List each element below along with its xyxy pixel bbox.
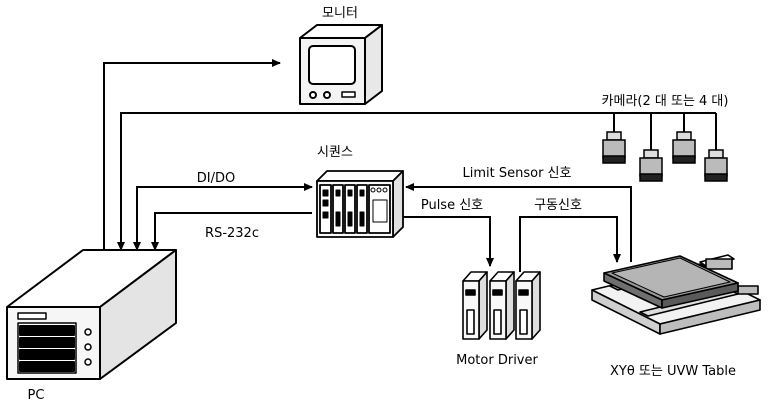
sequencer-label: 시퀀스 [317, 145, 353, 160]
pulse-label: Pulse 신호 [421, 198, 483, 213]
motor-driver-2 [489, 271, 515, 340]
connections [103, 59, 717, 272]
motor-driver-1 [462, 271, 488, 340]
monitor-label: 모니터 [322, 6, 358, 21]
pulse-line [403, 216, 494, 267]
dido-label: DI/DO [197, 171, 235, 186]
camera-bus-line [117, 112, 716, 251]
drive-signal-line [519, 216, 621, 272]
sequencer [316, 170, 404, 238]
rs232-line [151, 212, 312, 251]
rs232-label: RS-232c [205, 226, 259, 241]
camera-4 [704, 149, 728, 182]
drive-signal-label: 구동신호 [534, 198, 582, 213]
camera-1 [602, 131, 626, 164]
monitor [299, 24, 383, 105]
pc [6, 249, 177, 380]
motor-driver-3 [515, 271, 541, 340]
limit-sensor-label: Limit Sensor 신호 [463, 166, 572, 181]
pc-label: PC [28, 388, 45, 403]
motor-driver-label: Motor Driver [456, 353, 538, 368]
camera-2 [639, 149, 663, 182]
table-label: XYθ 또는 UVW Table [610, 364, 736, 379]
camera-label: 카메라(2 대 또는 4 대) [602, 94, 729, 109]
pc-to-monitor-line [103, 59, 281, 250]
camera-3 [672, 131, 696, 164]
limit-sensor-line [405, 183, 632, 262]
xy-table [591, 254, 761, 335]
